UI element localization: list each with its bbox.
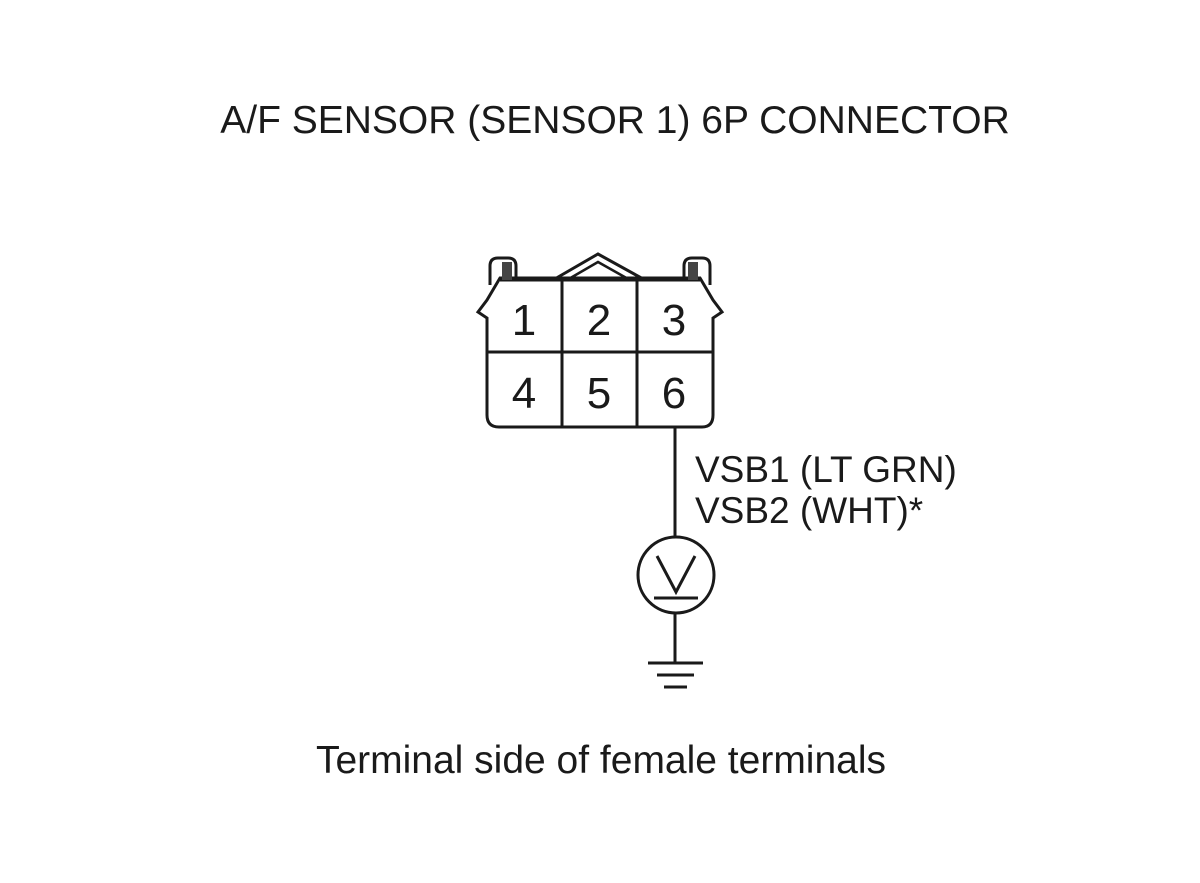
pin-2: 2 [587,296,611,345]
wire-label-vsb1: VSB1 (LT GRN) [695,449,957,490]
pin-4: 4 [512,369,536,418]
ground-icon [648,661,703,689]
voltmeter-icon [636,535,716,615]
diagram-title: A/F SENSOR (SENSOR 1) 6P CONNECTOR [220,99,1010,142]
connector-key [552,252,646,282]
connector-housing [475,252,725,429]
pin-6: 6 [662,369,686,418]
pin-5: 5 [587,369,611,418]
diagram-caption: Terminal side of female terminals [316,739,886,782]
right-lock-tab [682,256,712,285]
wire-label-vsb2: VSB2 (WHT)* [695,490,923,531]
pin-1: 1 [512,296,536,345]
left-lock-tab [488,256,518,285]
pin-3: 3 [662,296,686,345]
